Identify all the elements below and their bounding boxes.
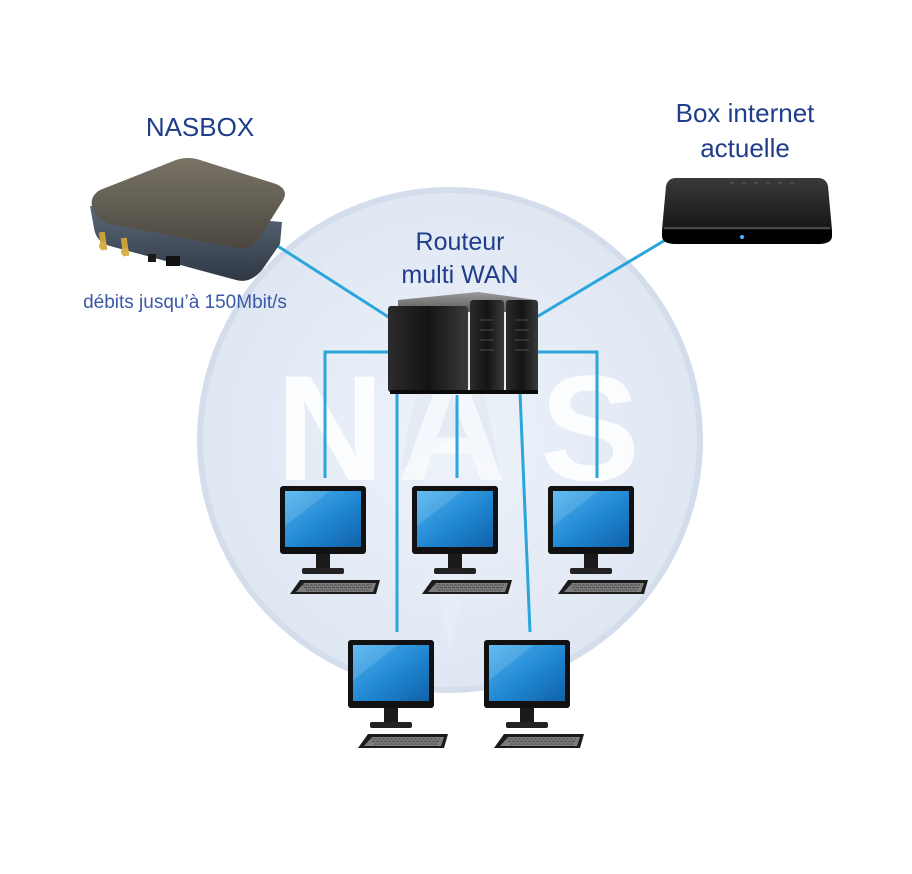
desktop-computer-icon xyxy=(280,486,380,594)
network-links xyxy=(261,234,673,633)
link-box-router xyxy=(534,234,673,320)
server-router-icon xyxy=(388,292,538,394)
desktop-computer-icon xyxy=(484,640,584,748)
nasbox-title: NASBOX xyxy=(145,112,255,142)
watermark-letter-n: N xyxy=(276,344,384,512)
router-title: Routeur xyxy=(415,228,505,256)
watermark-letter-s: S xyxy=(540,344,640,512)
link-nasbox-router xyxy=(261,234,391,320)
desktop-computer-icon xyxy=(348,640,448,748)
nasbox-speed-label: débits jusqu’à 150Mbit/s xyxy=(83,292,287,313)
box-internet-title: Box internet xyxy=(675,98,815,128)
router-subtitle: multi WAN xyxy=(401,261,519,289)
nasbox-device-icon xyxy=(90,158,285,281)
link-router-pc-1 xyxy=(323,350,388,478)
link-router-pc-5 xyxy=(518,391,532,633)
watermark-ring xyxy=(197,187,703,693)
box-internet-subtitle: actuelle xyxy=(700,133,790,163)
desktop-computer-icon xyxy=(412,486,512,594)
computers xyxy=(280,486,648,748)
internet-box-icon xyxy=(662,178,832,244)
desktop-computer-icon xyxy=(548,486,648,594)
link-router-pc-3 xyxy=(537,350,599,478)
